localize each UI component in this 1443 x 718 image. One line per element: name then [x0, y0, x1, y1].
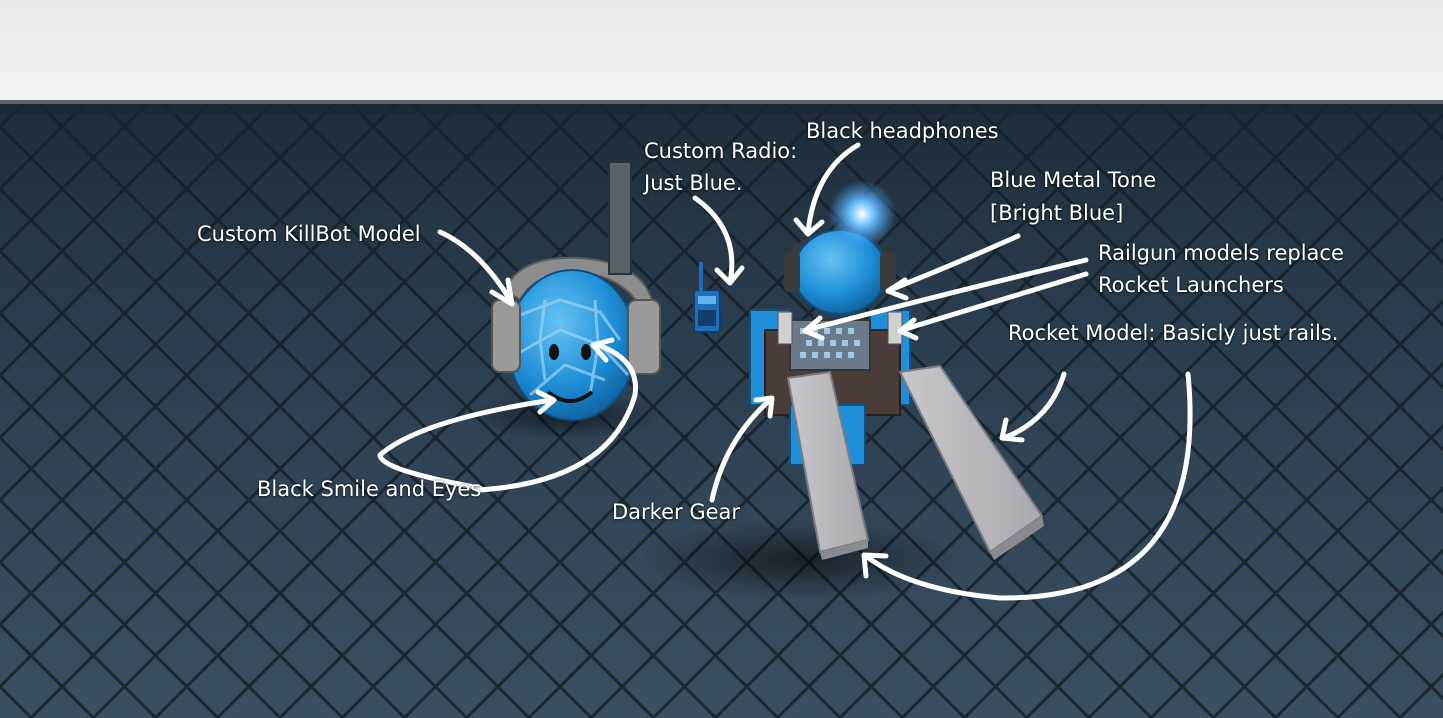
- label-metal-line2: [Bright Blue]: [990, 201, 1124, 225]
- label-radio-line1: Custom Radio:: [644, 139, 798, 163]
- label-smile-eyes: Black Smile and Eyes: [257, 477, 482, 501]
- label-radio-line2: Just Blue.: [644, 171, 743, 195]
- blue-glow-light: [828, 180, 896, 248]
- label-rocket-model: Rocket Model: Basicly just rails.: [1008, 321, 1339, 345]
- annotation-arrows: [377, 142, 1193, 601]
- label-railgun-line2: Rocket Launchers: [1098, 273, 1284, 297]
- sky: [0, 0, 1443, 110]
- label-metal-line1: Blue Metal Tone: [990, 168, 1157, 192]
- label-darker-gear: Darker Gear: [612, 500, 741, 524]
- label-railgun-line1: Railgun models replace: [1098, 241, 1344, 265]
- killbot-head: [491, 256, 661, 421]
- radio-antenna: [608, 161, 721, 333]
- railgun-rail: [786, 364, 1044, 560]
- label-headphones: Black headphones: [806, 119, 999, 143]
- label-killbot-model: Custom KillBot Model: [197, 222, 421, 246]
- floor-tiles: [0, 104, 1443, 718]
